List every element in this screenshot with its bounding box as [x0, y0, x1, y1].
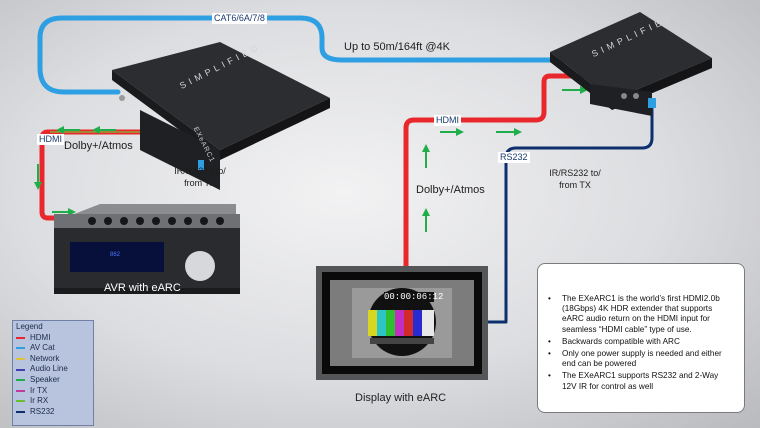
legend-item: AV Cat [13, 343, 93, 354]
legend-swatch [16, 347, 25, 350]
legend-item: Ir TX [13, 386, 93, 397]
note-item: The EXeARC1 supports RS232 and 2-Way 12V… [546, 371, 734, 391]
legend-swatch [16, 389, 25, 392]
distance-label: Up to 50m/164ft @4K [344, 41, 450, 53]
note-item: The EXeARC1 is the world’s first HDMI2.0… [546, 294, 734, 335]
dolby-label-right: Dolby+/Atmos [416, 184, 485, 196]
legend-label: RS232 [30, 406, 55, 416]
note-item: Backwards compatible with ARC [546, 337, 734, 347]
hdmi-cable-right [403, 73, 588, 268]
legend-label: Ir RX [30, 396, 49, 406]
cable-type-label: CAT6/6A/7/8 [212, 13, 267, 24]
tv-display [316, 266, 488, 380]
legend-swatch [16, 379, 25, 382]
hdmi-label-right: HDMI [434, 115, 461, 126]
avr-volume-knob [185, 251, 215, 281]
notes-list: The EXeARC1 is the world’s first HDMI2.0… [546, 294, 734, 392]
legend: Legend HDMI AV Cat Network Audio Line Sp… [12, 320, 94, 426]
legend-label: HDMI [30, 332, 51, 342]
display-label: Display with eARC [355, 392, 447, 404]
legend-swatch [16, 358, 25, 361]
legend-swatch [16, 336, 25, 339]
legend-item: Network [13, 354, 93, 365]
legend-swatch [16, 400, 25, 403]
avr-display [70, 242, 164, 272]
legend-swatch [16, 368, 25, 371]
avr-device [54, 204, 240, 294]
ir-rs232-label-right: IR/RS232 to/ from TX [549, 168, 601, 190]
legend-item: RS232 [13, 407, 93, 418]
dolby-label-left: Dolby+/Atmos [64, 140, 133, 152]
tx-extender [112, 42, 330, 190]
rx-rs232-port [648, 98, 656, 108]
rx-extender [550, 12, 712, 116]
ir-rs232-label-left: IR/RS232 to/ from TX [174, 166, 226, 188]
legend-label: Audio Line [30, 364, 68, 374]
tv-clock: 00:00:06:12 [384, 292, 444, 302]
legend-label: Network [30, 353, 60, 363]
rs232-label: RS232 [498, 152, 530, 163]
legend-label: Speaker [30, 374, 60, 384]
avr-label: AVR with eARC [104, 282, 181, 294]
legend-swatch [16, 411, 25, 414]
avr-readout: 862 [110, 252, 121, 258]
legend-item: HDMI [13, 333, 93, 344]
note-item: Only one power supply is needed and eith… [546, 349, 734, 369]
hdmi-label-left: HDMI [37, 134, 64, 145]
legend-label: Ir TX [30, 385, 48, 395]
legend-item: Audio Line [13, 364, 93, 375]
legend-title: Legend [16, 322, 43, 331]
hdmi-cable-left [39, 129, 160, 221]
tx-led [198, 160, 204, 170]
legend-item: Ir RX [13, 396, 93, 407]
notes-box: The EXeARC1 is the world’s first HDMI2.0… [537, 263, 745, 413]
legend-item: Speaker [13, 375, 93, 386]
legend-label: AV Cat [30, 343, 55, 353]
